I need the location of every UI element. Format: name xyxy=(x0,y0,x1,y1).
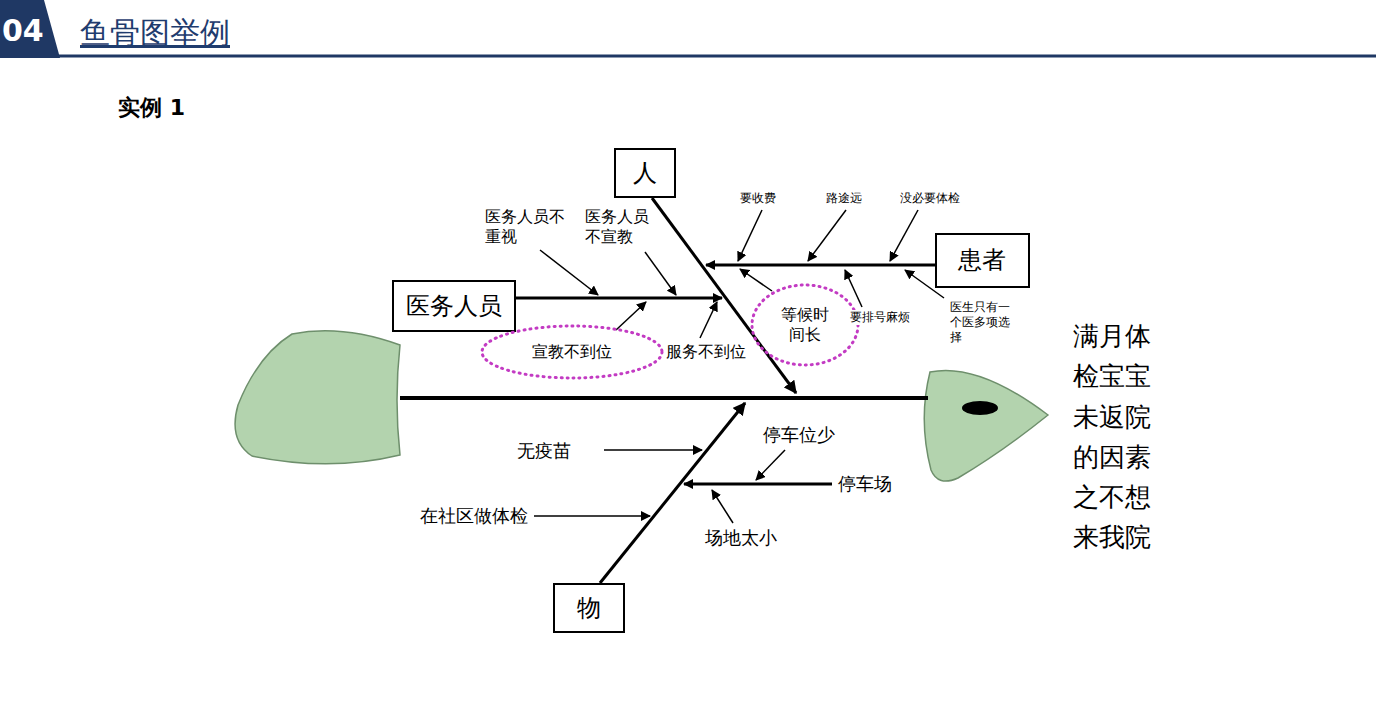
category-box: 患者 xyxy=(935,233,1030,288)
category-box: 医务人员 xyxy=(392,280,516,332)
cause-arrow xyxy=(845,270,862,307)
header-tab xyxy=(0,0,60,58)
cause-label: 要排号麻烦 xyxy=(850,310,910,325)
cause-label: 停车场 xyxy=(838,473,892,496)
example-heading: 实例 1 xyxy=(118,94,185,122)
highlight-ellipse: 等候时间长 xyxy=(750,283,860,367)
cause-arrow xyxy=(808,210,846,261)
header-rule xyxy=(58,55,1376,58)
node-text: 医务人员 xyxy=(406,291,502,321)
cause-arrow xyxy=(604,449,702,451)
fish-tail xyxy=(235,331,400,464)
cause-label: 没必要体检 xyxy=(900,191,960,206)
cause-arrow xyxy=(712,490,733,523)
cause-label: 医务人员不重视 xyxy=(485,207,569,247)
highlight-ellipse: 宣教不到位 xyxy=(480,324,664,380)
bone xyxy=(652,198,796,393)
cause-label: 场地太小 xyxy=(705,527,777,550)
cause-arrow xyxy=(756,450,785,480)
fish-head xyxy=(924,370,1048,481)
node-text: 患者 xyxy=(958,245,1006,275)
category-box: 人 xyxy=(614,148,676,198)
cause-label: 无疫苗 xyxy=(517,440,571,463)
fish-eye xyxy=(962,401,998,415)
bone xyxy=(600,403,745,583)
cause-label: 服务不到位 xyxy=(666,342,746,362)
cause-arrow xyxy=(616,302,646,330)
node-text: 人 xyxy=(633,158,657,188)
branch-bone xyxy=(516,297,722,300)
spine xyxy=(400,396,928,400)
cause-arrow xyxy=(738,210,762,261)
node-text: 宣教不到位 xyxy=(532,342,612,362)
cause-label: 停车位少 xyxy=(763,424,835,447)
cause-arrow xyxy=(890,210,918,261)
effect-label: 满月体检宝宝未返院的因素之不想来我院 xyxy=(1073,316,1153,558)
cause-arrow xyxy=(645,252,676,295)
cause-arrow xyxy=(740,269,772,291)
cause-label: 医务人员不宣教 xyxy=(585,207,653,247)
cause-arrow xyxy=(700,302,717,338)
cause-label: 医生只有一个医多项选择 xyxy=(950,300,1012,345)
cause-label: 路途远 xyxy=(826,191,862,206)
branch-bone xyxy=(706,264,935,267)
node-text: 等候时间长 xyxy=(779,305,831,345)
cause-label: 在社区做体检 xyxy=(420,505,528,528)
dotted-ellipse xyxy=(482,326,662,378)
page-title: 鱼骨图举例 xyxy=(80,14,230,52)
cause-arrow xyxy=(534,515,650,517)
dotted-ellipse xyxy=(752,285,858,365)
cause-label: 要收费 xyxy=(740,191,776,206)
category-box: 物 xyxy=(553,583,625,633)
section-number: 04 xyxy=(2,12,44,50)
cause-arrow xyxy=(540,250,598,295)
branch-bone xyxy=(684,483,832,486)
node-text: 物 xyxy=(577,593,601,623)
